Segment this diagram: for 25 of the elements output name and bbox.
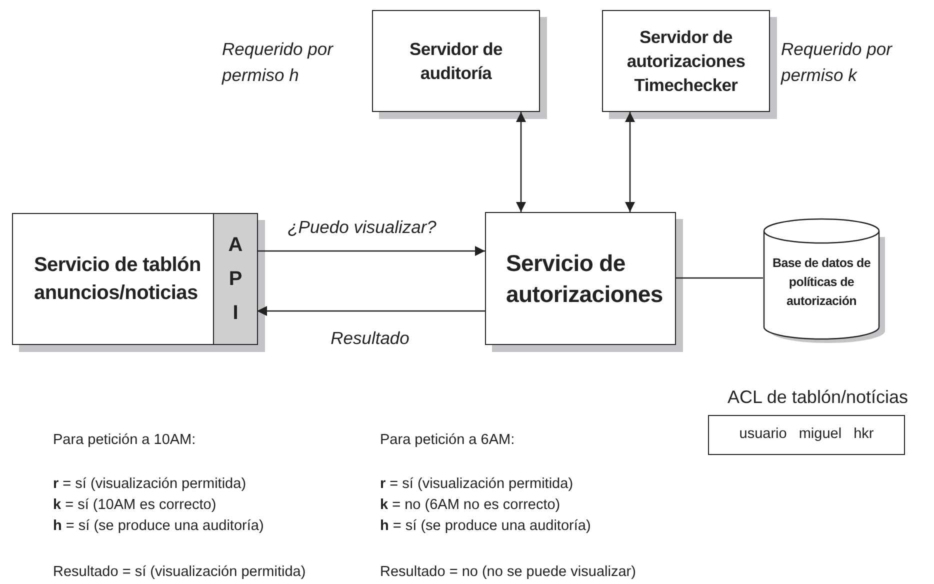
note-text: r = sí (visualización permitida)	[53, 475, 246, 493]
box-title: Servidor de autorizaciones Timechecker	[626, 26, 746, 97]
note-text: Requerido por permiso h	[222, 38, 334, 87]
acl-title: ACL de tablón/notícias	[728, 386, 908, 409]
box-title: Servicio de autorizaciones	[506, 248, 664, 308]
arrow	[516, 112, 526, 212]
api-label: API	[227, 233, 244, 326]
api-band	[213, 214, 257, 344]
note-text: Para petición a 6AM:	[380, 431, 515, 449]
box-title: Servicio de tablón anuncios/noticias	[34, 253, 202, 306]
box-title: Servidor de auditoría	[408, 38, 504, 85]
note-text: h = sí (se produce una auditoría)	[53, 517, 264, 535]
note-text: Resultado = no (no se puede visualizar)	[380, 563, 636, 581]
note-text: h = sí (se produce una auditoría)	[380, 517, 591, 535]
note-text: r = sí (visualización permitida)	[380, 475, 574, 493]
arrow	[257, 246, 485, 256]
acl-entry: usuario miguel hkr	[739, 425, 874, 444]
arrow	[625, 112, 635, 212]
note-text: k = sí (10AM es correcto)	[53, 496, 216, 514]
database-label: Base de datos de políticas de autorización	[771, 255, 872, 310]
note-text: Requerido por permiso k	[781, 38, 894, 87]
note-text: k = no (6AM no es correcto)	[380, 496, 560, 514]
note-text: Resultado = sí (visualización permitida)	[53, 563, 306, 581]
note-text: Para petición a 10AM:	[53, 431, 196, 449]
arrow	[257, 306, 485, 316]
